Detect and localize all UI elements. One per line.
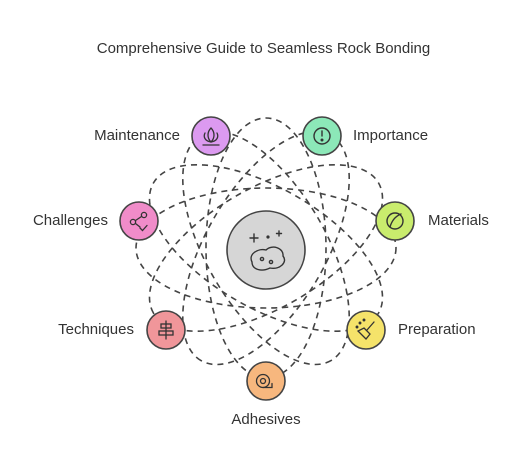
node-importance[interactable] [302, 116, 342, 156]
lotus-icon [202, 127, 220, 146]
label-adhesives: Adhesives [231, 411, 301, 428]
label-materials: Materials [428, 212, 489, 229]
diagram-title: Comprehensive Guide to Seamless Rock Bon… [96, 40, 431, 57]
exclamation-icon [313, 127, 331, 145]
node-maintenance[interactable] [191, 116, 231, 156]
label-challenges: Challenges [32, 212, 108, 229]
label-techniques: Techniques [58, 321, 134, 338]
node-materials[interactable] [375, 201, 415, 241]
orbit-ellipse [148, 163, 384, 333]
rock-sparkle-icon [249, 230, 286, 271]
node-adhesives[interactable] [246, 361, 286, 401]
label-preparation: Preparation [398, 321, 476, 338]
orbit-ellipse [135, 187, 397, 309]
tape-roll-icon [255, 373, 273, 389]
node-preparation[interactable] [346, 310, 386, 350]
align-center-icon [158, 320, 174, 340]
leaf-icon [386, 212, 404, 230]
node-challenges[interactable] [119, 201, 159, 241]
label-importance: Importance [353, 127, 429, 144]
orbit-ellipse [148, 163, 384, 333]
node-techniques[interactable] [146, 310, 186, 350]
center-hub [226, 210, 306, 290]
label-maintenance: Maintenance [94, 127, 180, 144]
share-nodes-icon [129, 211, 148, 232]
broom-icon [355, 318, 375, 340]
